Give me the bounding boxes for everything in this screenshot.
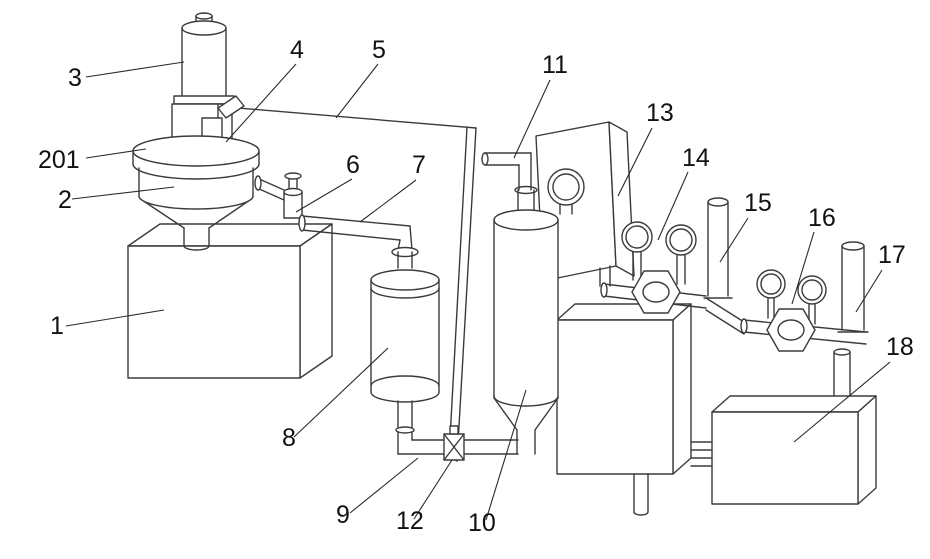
- part-label-8: 8: [282, 424, 296, 452]
- inlet-nozzle: [217, 95, 245, 119]
- leader-line-6: [295, 178, 353, 213]
- leader-line-9: [349, 457, 419, 514]
- part-label-17: 17: [878, 241, 906, 269]
- part-label-14: 14: [682, 144, 710, 172]
- part-label-15: 15: [744, 189, 772, 217]
- part-label-5: 5: [372, 36, 386, 64]
- leader-line-16: [791, 231, 815, 305]
- hex-valve-14: [631, 270, 681, 314]
- leader-line-3: [85, 61, 185, 78]
- part-label-12: 12: [396, 507, 424, 535]
- part-label-7: 7: [412, 151, 426, 179]
- pressure-gauge-top: [547, 168, 585, 215]
- part-label-1: 1: [50, 312, 64, 340]
- collector-box: [556, 303, 692, 516]
- lid-disk: [132, 135, 260, 167]
- part-label-10: 10: [468, 509, 496, 537]
- outlet-box: [690, 348, 877, 505]
- leader-line-13: [617, 127, 653, 197]
- leader-line-17: [855, 269, 883, 313]
- leader-line-5: [335, 63, 379, 119]
- storage-box: [127, 223, 333, 379]
- leader-line-18: [793, 361, 891, 443]
- hex-valve-16: [766, 308, 816, 352]
- leader-line-14: [657, 171, 689, 241]
- part-label-16: 16: [808, 204, 836, 232]
- vent-pipe-11: [481, 152, 532, 191]
- filter-column: [370, 246, 440, 434]
- part-label-2: 2: [58, 186, 72, 214]
- leader-line-10: [485, 389, 527, 521]
- leader-line-11: [513, 79, 551, 159]
- reaction-column: [493, 185, 559, 455]
- leader-line-12: [413, 459, 453, 520]
- part-label-18: 18: [886, 333, 914, 361]
- transfer-pipe: [298, 214, 413, 251]
- leader-line-8: [293, 347, 389, 438]
- bottom-pipe: [397, 425, 519, 461]
- part-label-11: 11: [542, 51, 568, 79]
- part-label-4: 4: [290, 36, 304, 64]
- leader-line-2: [71, 186, 175, 200]
- regulator-14: [600, 221, 745, 335]
- discharge-valve: [283, 172, 303, 219]
- part-label-9: 9: [336, 501, 350, 529]
- leader-line-4: [225, 63, 297, 143]
- leader-line-201: [85, 148, 147, 159]
- leader-line-15: [719, 217, 749, 263]
- leader-line-7: [359, 179, 417, 223]
- part-label-3: 3: [68, 64, 82, 92]
- part-label-201: 201: [38, 146, 80, 174]
- feeder-housing: [171, 95, 245, 151]
- regulator-16: [740, 269, 867, 352]
- part-label-13: 13: [646, 99, 674, 127]
- motor: [173, 12, 235, 105]
- part-label-6: 6: [346, 151, 360, 179]
- cylinder-17: [837, 241, 869, 333]
- leader-line-1: [65, 309, 165, 327]
- cylinder-15: [703, 197, 733, 299]
